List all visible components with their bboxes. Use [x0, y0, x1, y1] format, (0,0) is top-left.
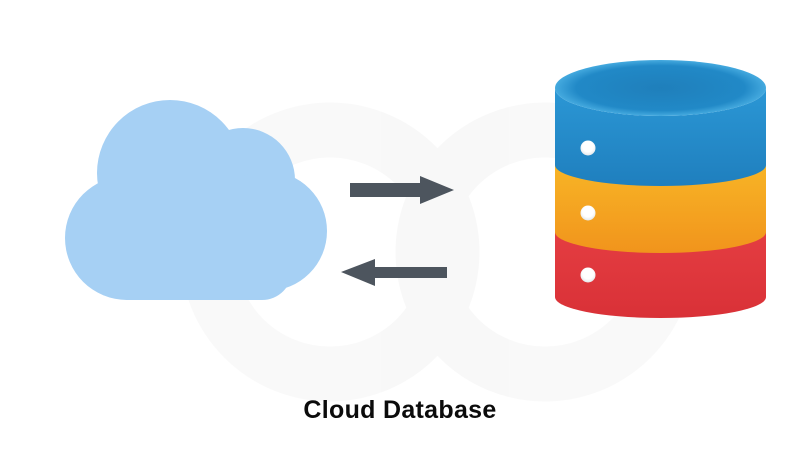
db-layer-blue [555, 88, 766, 186]
arrow-right-icon [350, 176, 454, 204]
db-top-ellipse [555, 60, 766, 116]
db-dot-red-icon [580, 267, 596, 283]
database-icon [555, 60, 766, 318]
db-dot-blue-icon [580, 140, 596, 156]
arrow-left-icon [341, 259, 447, 286]
db-dot-yellow-icon [580, 205, 596, 221]
diagram-title: Cloud Database [303, 396, 497, 424]
cloud-icon [65, 100, 327, 300]
